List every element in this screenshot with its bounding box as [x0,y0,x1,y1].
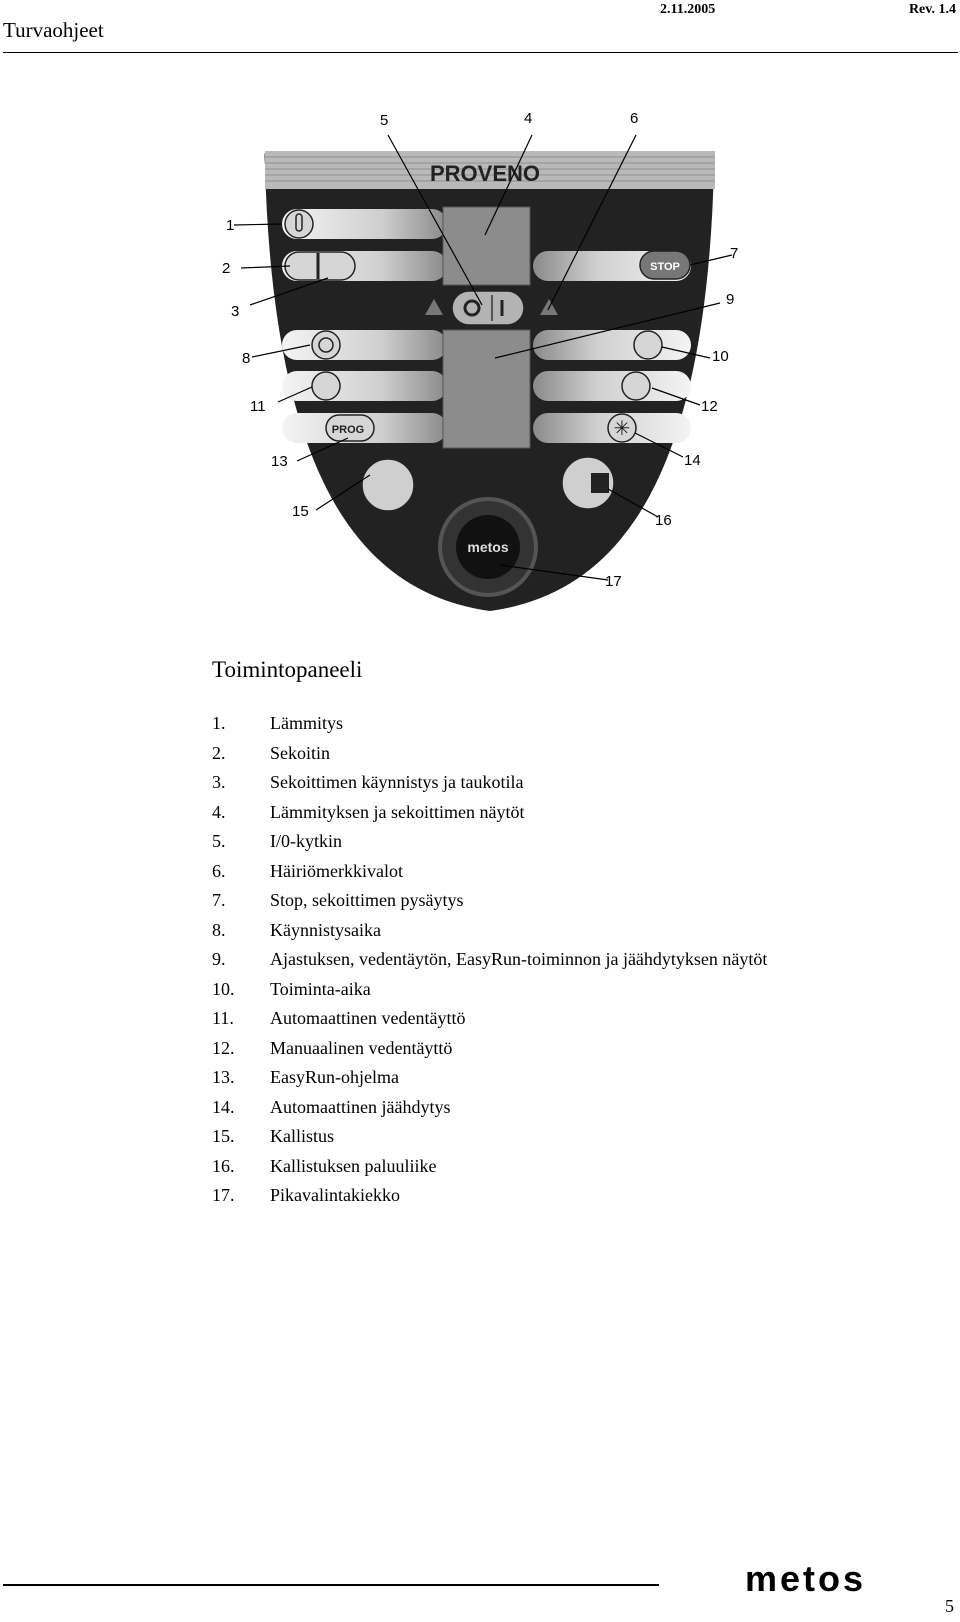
footer-rule [3,1584,659,1586]
tilt-return-button [561,456,615,510]
metos-logo: metos [745,1563,866,1597]
list-item: 8.Käynnistysaika [212,919,381,940]
prog-label: PROG [332,424,364,436]
header-rule [3,52,958,53]
callout-11: 11 [250,398,266,415]
start-time-button [311,330,341,360]
svg-text:✳: ✳ [614,416,631,440]
callout-8: 8 [242,350,250,367]
io-switch [451,290,525,326]
callout-2: 2 [222,260,230,277]
list-item: 16.Kallistuksen paluuliike [212,1155,437,1176]
callout-16: 16 [655,512,672,529]
prog-button [325,414,375,442]
tilt-button [361,458,415,512]
cooling-button [607,413,637,443]
knob-label: metos [467,539,508,555]
list-item: 1.Lämmitys [212,713,343,733]
list-item: 4.Lämmityksen ja sekoittimen näytöt [212,801,525,822]
list-item: 3.Sekoittimen käynnistys ja taukotila [212,772,524,792]
callout-15: 15 [292,503,309,520]
section-title: Toimintopaneeli [212,657,363,682]
callout-6: 6 [630,110,638,127]
list-item: 7.Stop, sekoittimen pysäytys [212,890,464,910]
callout-13: 13 [271,453,288,470]
list-item: 15.Kallistus [212,1126,335,1146]
svg-text:metos: metos [745,1563,866,1597]
callout-7: 7 [730,245,738,262]
manual-fill-button [621,371,651,401]
callout-14: 14 [684,452,701,469]
list-item: 13.EasyRun-ohjelma [212,1067,399,1087]
list-item: 14.Automaattinen jäähdytys [212,1096,451,1117]
list-item: 2.Sekoitin [212,742,331,763]
callout-9: 9 [726,291,734,308]
list-item: 5.I/0-kytkin [212,831,342,851]
document-date: 2.11.2005 [660,2,716,17]
document-title: Turvaohjeet [3,18,104,42]
page-number: 5 [945,1596,954,1616]
stop-label: STOP [650,261,680,273]
callout-17: 17 [605,573,622,590]
list-item: 9.Ajastuksen, vedentäytön, EasyRun-toimi… [212,949,768,969]
list-item: 11.Automaattinen vedentäyttö [212,1008,466,1028]
brand-label: PROVENO [430,161,540,186]
callout-1: 1 [226,217,234,234]
mixer-button [284,251,356,281]
heating-button [284,209,314,239]
fault-light-left [425,299,443,315]
control-panel-illustration: PROVENO PROG STOP ✳ metos [222,110,738,611]
auto-fill-button [311,371,341,401]
callout-5: 5 [380,112,388,129]
list-item: 6.Häiriömerkkivalot [212,860,403,881]
callout-3: 3 [231,303,239,320]
callout-12: 12 [701,398,718,415]
lower-display [442,329,531,449]
list-item: 17.Pikavalintakiekko [212,1185,400,1205]
list-item: 10.Toiminta-aika [212,978,371,999]
callout-10: 10 [712,348,729,365]
run-time-button [633,330,663,360]
list-item: 12.Manuaalinen vedentäyttö [212,1037,453,1058]
function-list: 1.Lämmitys 2.Sekoitin 3.Sekoittimen käyn… [212,713,767,1215]
document-revision: Rev. 1.4 [908,2,956,17]
upper-display [442,206,531,286]
callout-4: 4 [524,110,532,127]
